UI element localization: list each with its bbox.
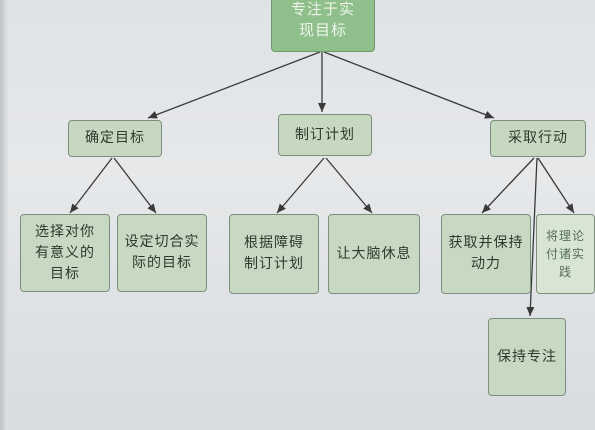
arrow-root-to-branch-1	[147, 51, 321, 119]
leaf-node-2-2: 让大脑休息	[328, 214, 420, 294]
arrow-branch-3-to-child-1	[481, 157, 535, 214]
branch-node-1-label: 确定目标	[85, 130, 145, 146]
leaf-node-3-1: 获取并保持动力	[441, 214, 531, 294]
root-node-label: 专注于实现目标	[290, 0, 355, 39]
root-node: 专注于实现目标	[271, 0, 375, 52]
leaf-node-1-2: 设定切合实际的目标	[117, 214, 207, 292]
branch-node-1: 确定目标	[68, 120, 162, 157]
branch-node-3: 采取行动	[490, 120, 586, 157]
arrow-branch-1-to-child-1	[69, 157, 113, 214]
leaf-node-1-2-label: 设定切合实际的目标	[124, 234, 200, 271]
branch-node-3-label: 采取行动	[508, 130, 568, 146]
page-edge	[0, 0, 8, 430]
arrow-branch-3-to-child-2	[537, 157, 575, 214]
arrow-branch-2-to-child-1	[276, 157, 325, 214]
leaf-node-3-2-label: 将理论付诸实践	[545, 229, 585, 279]
leaf-node-3-3-label: 保持专注	[497, 348, 557, 365]
arrow-root-to-branch-3	[323, 51, 495, 119]
leaf-node-1-1: 选择对你有意义的目标	[20, 214, 110, 292]
leaf-node-3-3: 保持专注	[488, 318, 566, 396]
leaf-node-2-2-label: 让大脑休息	[336, 245, 412, 262]
branch-node-2-label: 制订计划	[295, 126, 355, 143]
leaf-node-2-1: 根据障碍制订计划	[229, 214, 319, 294]
arrow-branch-1-to-child-2	[113, 157, 157, 214]
branch-node-2: 制订计划	[278, 114, 372, 156]
leaf-node-1-1-label: 选择对你有意义的目标	[35, 223, 95, 282]
arrow-branch-3-to-child-3	[526, 157, 538, 317]
background-faint-text	[410, 18, 560, 42]
leaf-node-3-1-label: 获取并保持动力	[448, 235, 524, 272]
arrow-branch-2-to-child-2	[325, 157, 373, 214]
leaf-node-3-2: 将理论付诸实践	[536, 214, 595, 294]
leaf-node-2-1-label: 根据障碍制订计划	[244, 235, 304, 272]
